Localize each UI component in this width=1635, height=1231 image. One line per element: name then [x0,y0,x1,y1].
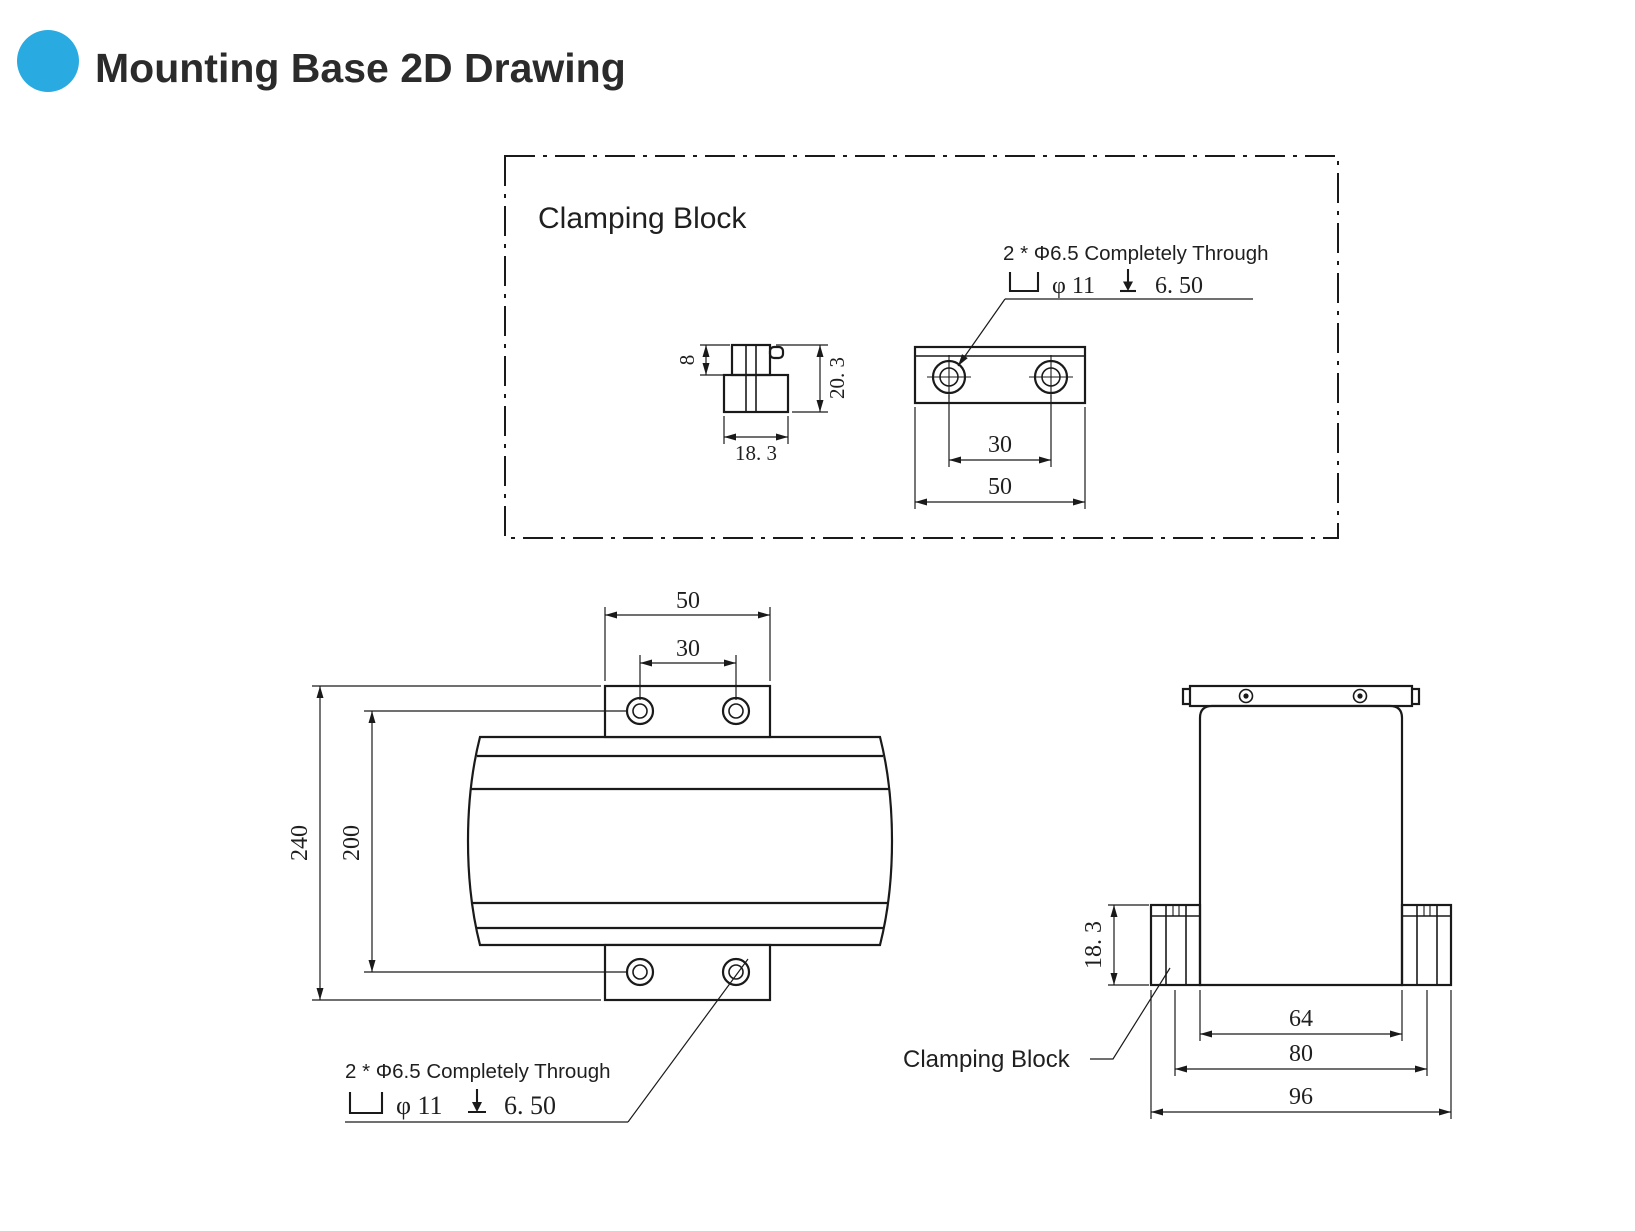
label-text: Clamping Block [903,1046,1071,1073]
depth-icon-arrow [1123,281,1133,291]
title-bullet-icon [17,30,79,92]
clamp-profile-view [722,343,790,414]
dim-side-mid-width: 80 [1174,990,1428,1076]
detail-callout: 2 * Φ6.5 Completely Through φ 11 6. 50 [957,242,1269,367]
dim-text: 50 [988,474,1012,500]
detail-box-title: Clamping Block [538,202,747,235]
leader-arrow [957,298,1006,367]
label-leader [1090,967,1171,1060]
dim-text: 20. 3 [825,357,849,399]
dim-front-hole-spacing: 30 [639,636,737,700]
block-outline [913,345,1087,405]
callout-depth: 6. 50 [504,1091,556,1120]
dim-profile-width: 18. 3 [723,416,789,465]
hole-inner [632,703,648,719]
dim-detail-block-width: 50 [914,407,1086,509]
screw-head [1238,688,1254,704]
depth-icon-arrow [472,1102,482,1112]
hole-inner [728,964,744,980]
counterbore-icon [1008,272,1040,293]
screw-center [1243,693,1249,699]
side-clamping-block-label: Clamping Block [903,967,1171,1073]
page-title: Mounting Base 2D Drawing [95,45,626,91]
side-body [1198,704,1404,987]
side-view [1149,684,1453,987]
profile-hook-tab [768,345,785,360]
dim-detail-hole-spacing: 30 [948,395,1052,467]
dim-text: 50 [676,588,700,614]
counterbore-icon [348,1092,384,1115]
dim-side-block-height: 18. 3 [1081,904,1149,986]
clamp-block-left [1149,903,1202,987]
callout-depth: 6. 50 [1155,273,1203,299]
dim-side-inner-width: 64 [1199,990,1403,1041]
dim-front-plate-width: 50 [604,588,771,681]
dim-profile-total-height: 20. 3 [776,344,849,413]
hole-left [927,355,971,399]
hole-right [1029,355,1073,399]
clamp-block-right [1400,903,1453,987]
dim-side-overall-width: 96 [1150,990,1452,1119]
profile-upper-outline [730,343,772,377]
screw-center [1357,693,1363,699]
dim-text: 8 [675,355,699,366]
screw-left [1238,688,1254,704]
depth-icon [1120,269,1136,293]
screw-right [1352,688,1368,704]
clamp-block-front-view [913,345,1087,405]
roller-body [466,735,894,947]
bottom-mounting-plate [603,943,772,1002]
dim-text: 200 [339,825,365,861]
hole-inner [632,964,648,980]
bottom-plate-hole-right [721,957,751,987]
detail-box-border [504,155,1339,539]
front-callout: 2 * Φ6.5 Completely Through φ 11 6. 50 [345,958,749,1123]
depth-icon [468,1089,486,1114]
callout-note: 2 * Φ6.5 Completely Through [1003,242,1269,265]
dim-text: 96 [1289,1084,1313,1110]
dim-text: 18. 3 [1081,921,1107,969]
hole-outer [721,957,751,987]
callout-diameter: φ 11 [1052,273,1095,299]
dim-front-hole-span: 200 [339,710,627,973]
leader-arrow [627,958,749,1123]
clamp-block-outline [1400,903,1453,987]
dim-text: 240 [287,825,313,861]
dim-text: 80 [1289,1041,1313,1067]
dim-profile-step-height: 8 [675,344,730,376]
callout-diameter: φ 11 [396,1091,443,1120]
dim-front-overall-height: 240 [287,685,601,1001]
dim-text: 64 [1289,1006,1313,1032]
top-plate [1188,684,1414,708]
front-view [466,684,894,1002]
clamp-block-outline [1149,903,1202,987]
top-mounting-plate [603,684,772,739]
dim-text: 30 [988,432,1012,458]
dim-text: 18. 3 [735,441,777,465]
screw-head [1352,688,1368,704]
hole-inner [728,703,744,719]
dim-text: 30 [676,636,700,662]
callout-note: 2 * Φ6.5 Completely Through [345,1060,611,1083]
